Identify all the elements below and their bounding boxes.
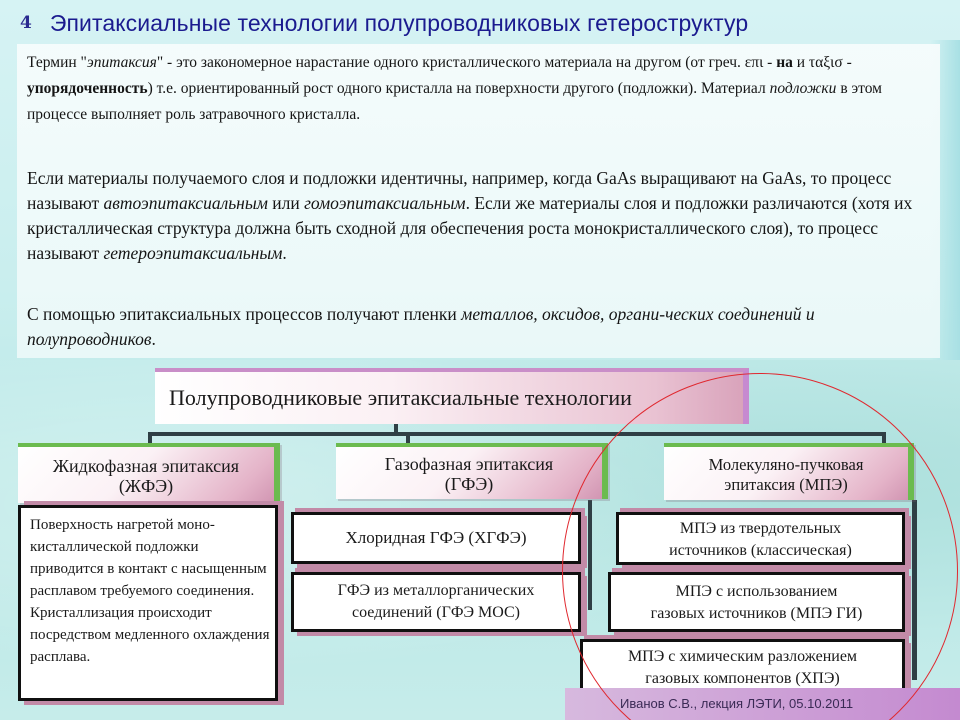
- connector-horizontal: [148, 432, 886, 436]
- connector-to-vpe: [406, 432, 410, 446]
- footer-band: [565, 688, 960, 720]
- lpe-description: Поверхность нагретой моно-кисталлической…: [18, 505, 278, 701]
- paragraph-films: С помощью эпитаксиальных процессов получ…: [27, 302, 927, 352]
- slide-title-text: Эпитаксиальные технологии полупроводнико…: [49, 9, 749, 36]
- method-label: источников (классическая): [669, 542, 852, 559]
- category-mbe: Молекуляно-пучковая эпитаксия (МПЭ): [664, 443, 914, 500]
- method-label: газовых источников (МПЭ ГИ): [650, 605, 863, 622]
- mbe-method-chemical: МПЭ с химическим разложением газовых ком…: [580, 639, 905, 697]
- category-vpe: Газофазная эпитаксия (ГФЭ): [336, 443, 608, 499]
- term-italic: гетероэпитаксиальным: [103, 243, 283, 263]
- term-italic: автоэпитаксиальным: [103, 193, 268, 213]
- method-label: Хлоридная ГФЭ (ХГФЭ): [345, 528, 527, 547]
- category-abbr: (ГФЭ): [444, 474, 494, 494]
- connector-to-mbe: [882, 432, 886, 446]
- paragraph-homo-hetero: Если материалы получаемого слоя и подлож…: [27, 166, 927, 266]
- slide-title: 4 Эпитаксиальные технологии полупроводни…: [20, 6, 748, 40]
- root-label: Полупроводниковые эпитаксиальные техноло…: [169, 385, 632, 410]
- vpe-method-chloride: Хлоридная ГФЭ (ХГФЭ): [291, 512, 581, 564]
- term-italic: гомоэпитаксиальным: [304, 193, 466, 213]
- category-lpe: Жидкофазная эпитаксия (ЖФЭ): [18, 443, 280, 503]
- term-bold: упорядоченность: [27, 80, 148, 97]
- text: С помощью эпитаксиальных процессов получ…: [27, 304, 462, 324]
- slide-number: 4: [20, 13, 32, 33]
- term-italic: эпитаксия: [86, 54, 157, 71]
- text: Если материалы получаемого слоя и подлож…: [27, 168, 892, 213]
- category-label: Молекуляно-пучковая: [708, 455, 864, 474]
- category-abbr: (ЖФЭ): [118, 476, 174, 496]
- method-label: соединений (ГФЭ МОС): [352, 604, 520, 621]
- category-abbr: эпитаксия (МПЭ): [724, 475, 848, 494]
- text: или: [267, 193, 305, 213]
- footer-credit: Иванов С.В., лекция ЛЭТИ, 05.10.2011: [620, 696, 854, 711]
- method-label: МПЭ с использованием: [675, 583, 838, 600]
- text: " - это закономерное нарастание одного к…: [156, 54, 777, 71]
- term-bold: на: [776, 54, 793, 71]
- description-text: Поверхность нагретой моно-кисталлической…: [30, 517, 270, 665]
- connector-vpe-children: [588, 500, 592, 610]
- text: и ταξισ -: [792, 54, 852, 71]
- text: .: [282, 243, 287, 263]
- diagram-root-node: Полупроводниковые эпитаксиальные техноло…: [155, 368, 749, 424]
- text: ) т.е. ориентированный рост одного крист…: [147, 80, 770, 97]
- text: .: [151, 329, 156, 349]
- category-label: Газофазная эпитаксия: [384, 454, 554, 474]
- method-label: МПЭ с химическим разложением: [627, 648, 858, 665]
- method-label: газовых компонентов (ХПЭ): [645, 670, 840, 687]
- text: . Если же материалы слоя и подложки разл…: [27, 193, 913, 263]
- method-label: ГФЭ из металлорганических: [337, 582, 535, 599]
- mbe-method-solid-source: МПЭ из твердотельных источников (классич…: [616, 512, 905, 565]
- intro-text-box: Термин "эпитаксия" - это закономерное на…: [17, 44, 940, 358]
- term-italic: металлов, оксидов, органи-ческих соедине…: [27, 304, 815, 349]
- term-italic: подложки: [769, 80, 837, 97]
- mbe-method-gas-source: МПЭ с использованием газовых источников …: [608, 572, 905, 632]
- connector-mbe-children: [912, 500, 917, 680]
- connector-to-lpe: [148, 432, 152, 446]
- connector-root-stem: [394, 424, 398, 434]
- vpe-method-mocvd: ГФЭ из металлорганических соединений (ГФ…: [291, 572, 581, 632]
- text: Термин ": [27, 54, 87, 71]
- paragraph-epitaxy-definition: Термин "эпитаксия" - это закономерное на…: [27, 50, 927, 128]
- text: в этом процессе выполняет роль затравочн…: [27, 80, 882, 123]
- category-label: Жидкофазная эпитаксия: [52, 456, 240, 476]
- method-label: МПЭ из твердотельных: [679, 520, 842, 537]
